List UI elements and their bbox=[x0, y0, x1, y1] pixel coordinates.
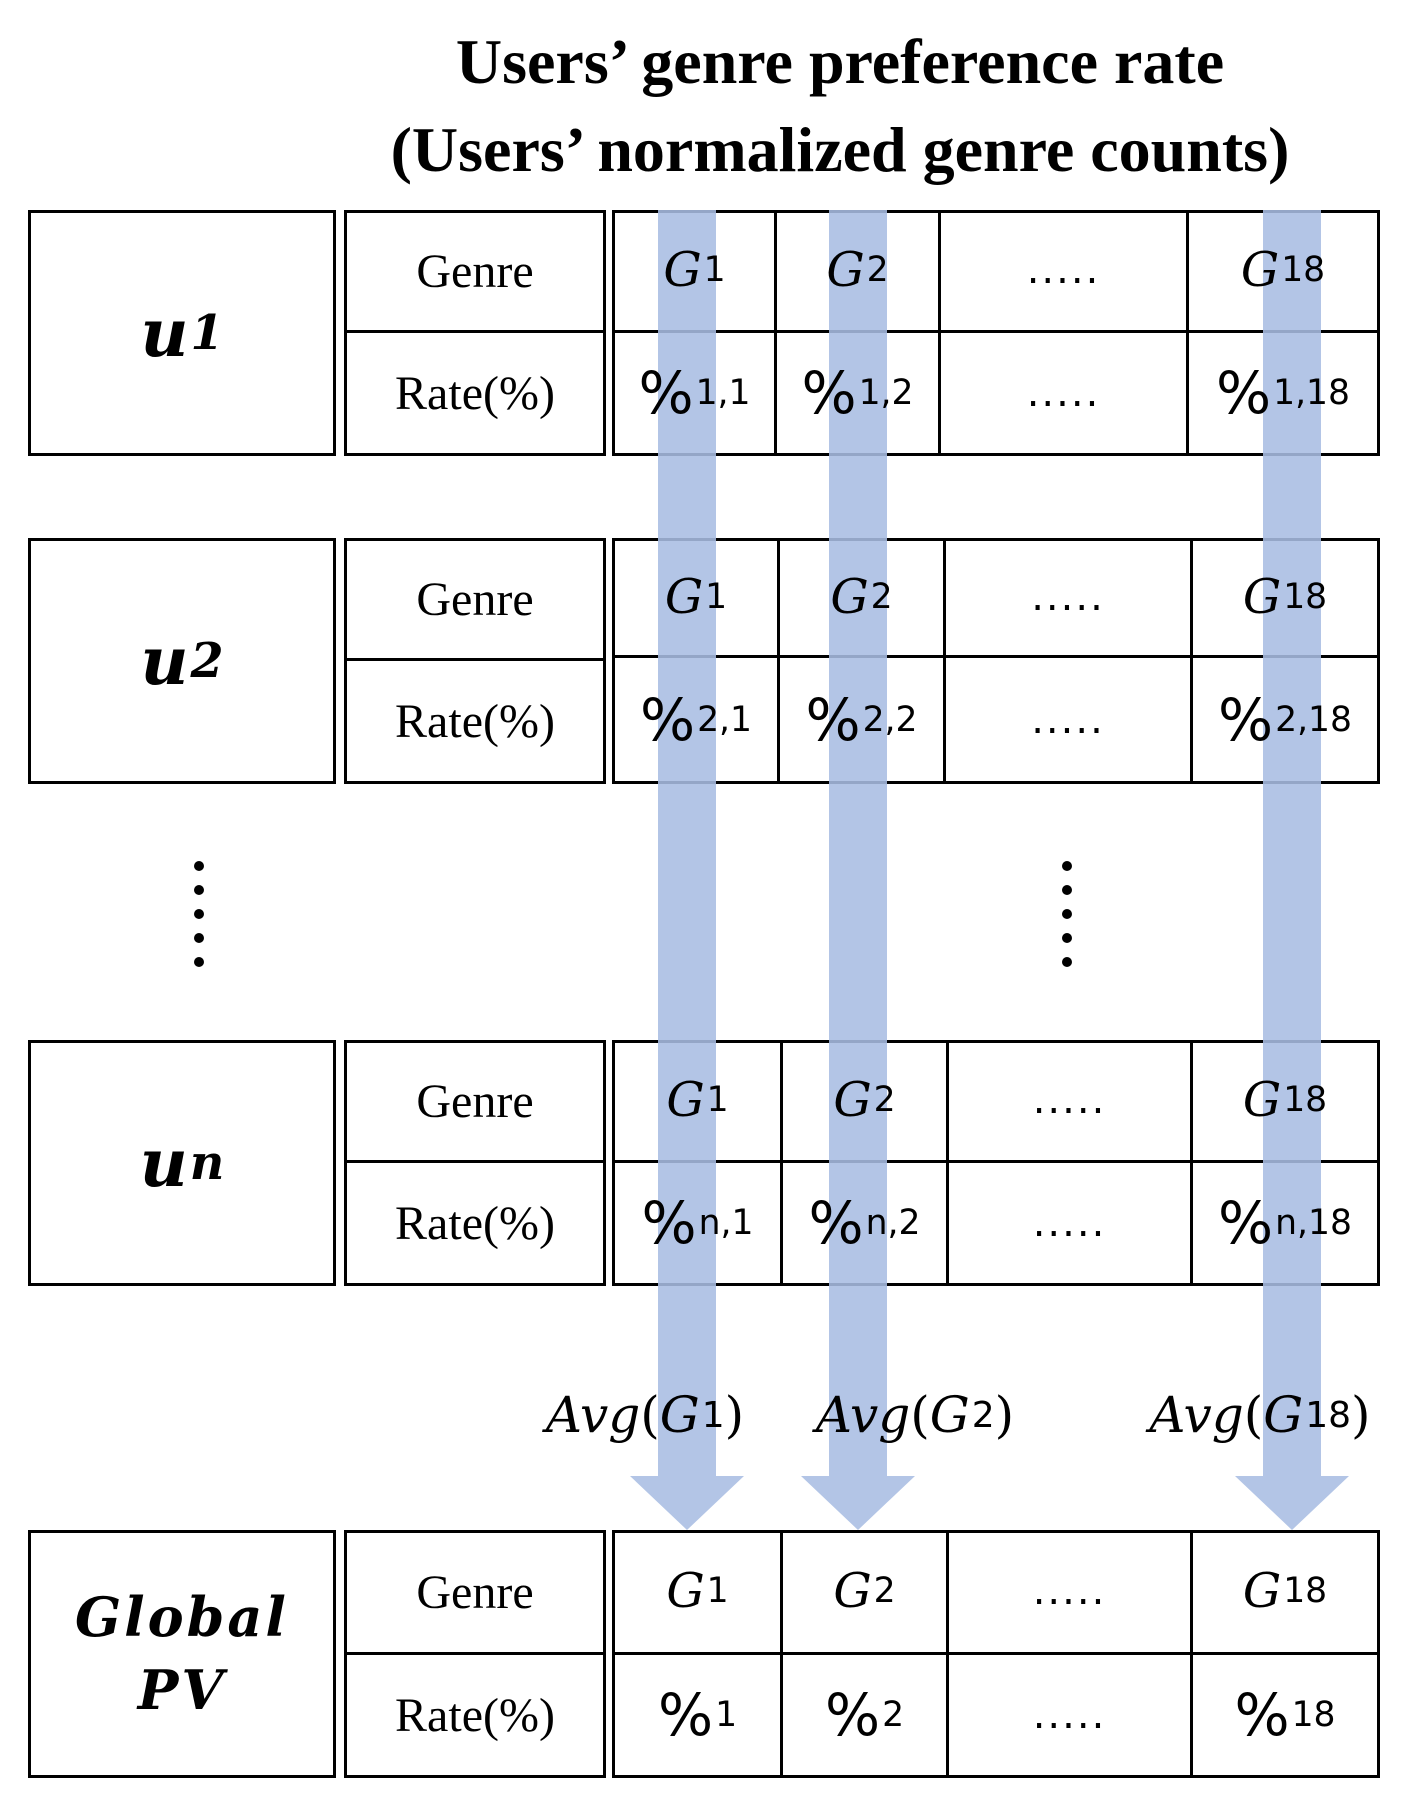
user-1-row-divider bbox=[612, 330, 1380, 333]
user-2-col-divider-1 bbox=[777, 538, 780, 784]
user-n-rate-ellipsis: ..... bbox=[1032, 1200, 1107, 1246]
user-2-rate-ellipsis: ..... bbox=[1031, 696, 1105, 743]
global-pv-label-line-1: Global bbox=[75, 1585, 289, 1650]
user-2-rate-2: %2,2 bbox=[805, 685, 918, 754]
title-line-2: (Users’ normalized genre counts) bbox=[390, 114, 1290, 185]
user-n-row-divider bbox=[612, 1160, 1380, 1163]
user-1-genre-header-cell bbox=[344, 210, 606, 333]
user-1-rate-label: Rate(%) bbox=[395, 366, 555, 420]
user-2-row-divider bbox=[612, 655, 1380, 658]
global-rate-label: Rate(%) bbox=[395, 1688, 555, 1742]
global-rate-18: %18 bbox=[1234, 1681, 1336, 1749]
user-1-col-divider-3 bbox=[1186, 210, 1189, 456]
user-1-col-divider-1 bbox=[774, 210, 777, 456]
user-2-col-divider-2 bbox=[943, 538, 946, 784]
user-2-genre-label: Genre bbox=[416, 573, 534, 626]
user-2-rate-header-cell bbox=[344, 658, 606, 784]
user-n-rate-18: %n,18 bbox=[1218, 1189, 1352, 1257]
global-genre-ellipsis: ..... bbox=[1032, 1568, 1107, 1614]
global-rate-2: %2 bbox=[824, 1681, 905, 1749]
user-2-genre-header-cell bbox=[344, 538, 606, 661]
global-col-divider-2 bbox=[946, 1530, 949, 1778]
global-col-divider-1 bbox=[780, 1530, 783, 1778]
user-1-rate-header-cell bbox=[344, 330, 606, 456]
global-pv-label-box bbox=[28, 1530, 336, 1778]
user-2-label-box bbox=[28, 538, 336, 784]
title-line-1: Users’ genre preference rate bbox=[455, 26, 1225, 97]
user-n-col-divider-2 bbox=[946, 1040, 949, 1286]
user-n-genre-ellipsis: ..... bbox=[1032, 1077, 1107, 1123]
user-1-col-divider-2 bbox=[938, 210, 941, 456]
global-rate-1: %1 bbox=[657, 1681, 738, 1749]
user-1-rate-1: %1,1 bbox=[638, 359, 751, 427]
global-pv-label: Global PV bbox=[28, 1530, 336, 1778]
user-2-rate-1: %2,1 bbox=[639, 685, 753, 754]
user-n-rate-2: %n,2 bbox=[808, 1189, 921, 1257]
user-2-rate-label: Rate(%) bbox=[395, 694, 555, 748]
user-2-rate-18: %2,18 bbox=[1217, 685, 1353, 754]
user-n-rate-header-cell bbox=[344, 1160, 606, 1286]
user-2-col-divider-3 bbox=[1190, 538, 1193, 784]
user-1-rate-ellipsis: ..... bbox=[1026, 370, 1101, 416]
user-n-col-divider-3 bbox=[1190, 1040, 1193, 1286]
user-2-genre-ellipsis: ..... bbox=[1031, 573, 1105, 620]
user-n-rate-label: Rate(%) bbox=[395, 1196, 555, 1250]
global-row-divider bbox=[612, 1652, 1380, 1655]
user-1-rate-18: %1,18 bbox=[1215, 359, 1351, 427]
global-col-divider-3 bbox=[1190, 1530, 1193, 1778]
global-pv-label-line-2: PV bbox=[137, 1658, 227, 1722]
user-n-label-box bbox=[28, 1040, 336, 1286]
global-genre-label: Genre bbox=[416, 1566, 534, 1619]
user-1-rate-2: %1,2 bbox=[801, 359, 914, 427]
user-1-label-box bbox=[28, 210, 336, 456]
user-1-genre-label: Genre bbox=[416, 245, 534, 298]
user-n-col-divider-1 bbox=[780, 1040, 783, 1286]
user-n-rate-1: %n,1 bbox=[641, 1189, 754, 1257]
global-genre-header-cell bbox=[344, 1530, 606, 1655]
user-1-genre-ellipsis: ..... bbox=[1026, 247, 1101, 293]
user-n-genre-label: Genre bbox=[416, 1075, 534, 1128]
global-rate-header-cell bbox=[344, 1652, 606, 1778]
global-rate-ellipsis: ..... bbox=[1032, 1692, 1107, 1738]
